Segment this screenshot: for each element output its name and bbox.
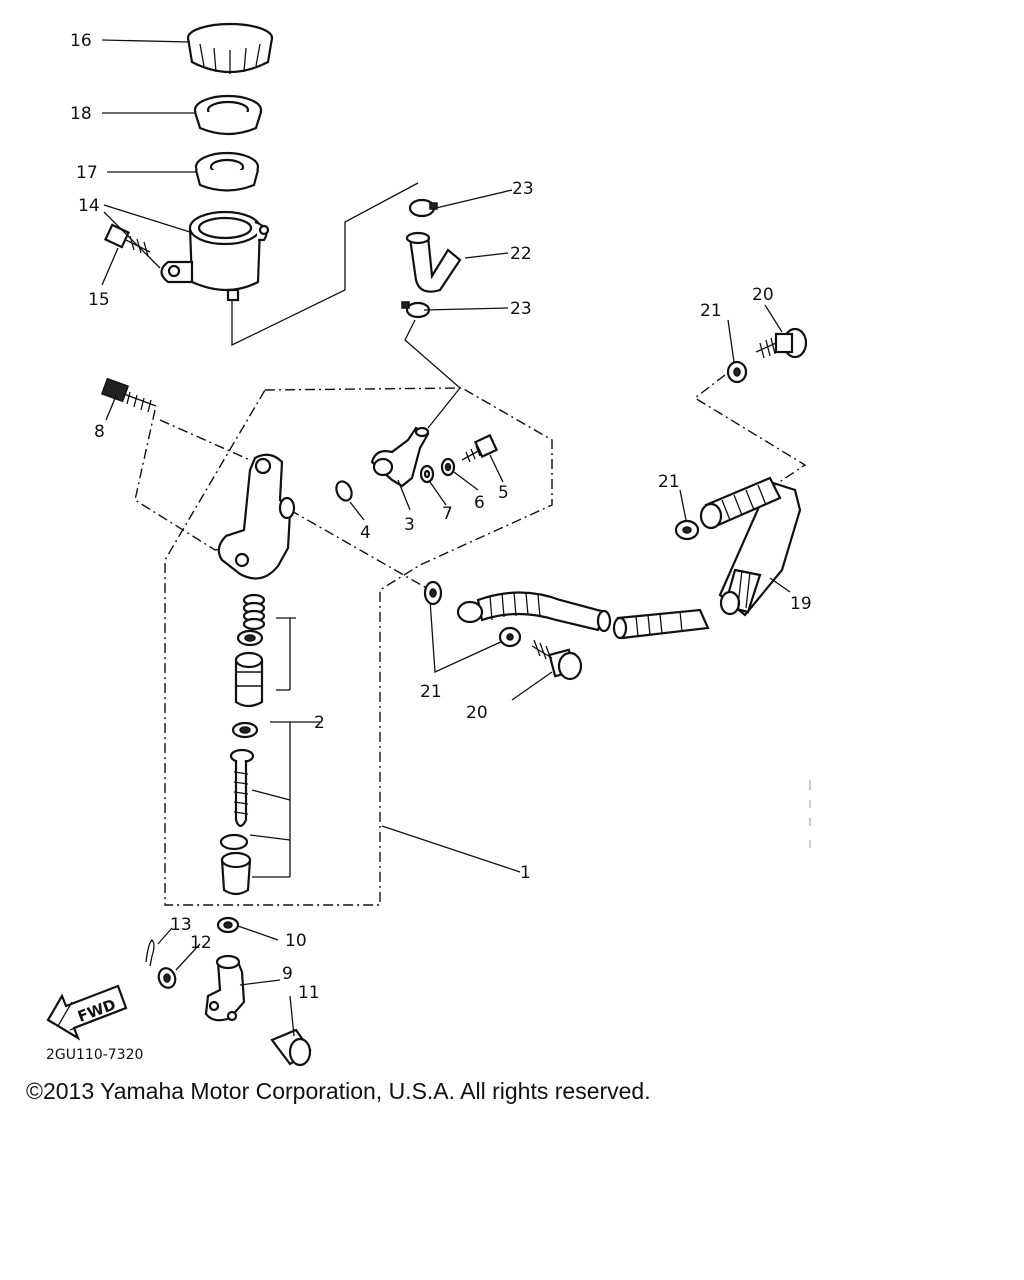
joint-bolt: [461, 433, 499, 463]
callout-3: 3: [404, 515, 415, 535]
callout-20-top: 20: [752, 285, 774, 305]
drawing-code: 2GU110-7320: [46, 1047, 143, 1063]
callout-6: 6: [474, 493, 485, 513]
primary-cup: [236, 629, 264, 647]
crush-washer-top-right: [726, 360, 748, 384]
callout-21-lower: 21: [420, 682, 442, 702]
union-bolt-lower: [531, 639, 583, 681]
callout-7: 7: [442, 504, 453, 524]
clevis-washer: [157, 967, 177, 989]
crush-washer-mid: [498, 626, 522, 648]
circlip: [219, 833, 249, 851]
callout-21-top: 21: [700, 301, 722, 321]
copyright-notice: ©2013 Yamaha Motor Corporation, U.S.A. A…: [26, 1078, 651, 1104]
diaphragm-holder: [194, 151, 260, 192]
clevis-pin: [270, 1028, 312, 1067]
reservoir-cap: [186, 22, 274, 74]
callout-14: 14: [78, 196, 100, 216]
callout-5: 5: [498, 483, 509, 503]
piston: [234, 651, 264, 708]
callout-2: 2: [314, 713, 325, 733]
washer-small: [419, 464, 435, 484]
callout-1: 1: [520, 863, 531, 883]
callout-21-right: 21: [658, 472, 680, 492]
callout-4: 4: [360, 523, 371, 543]
reservoir-tank: [160, 210, 270, 302]
callout-10: 10: [285, 931, 307, 951]
callout-17: 17: [76, 163, 98, 183]
callout-16: 16: [70, 31, 92, 51]
piston-spring: [242, 593, 266, 631]
callout-15: 15: [88, 290, 110, 310]
mounting-bolt: [100, 377, 157, 413]
diaphragm: [193, 94, 263, 136]
push-rod: [229, 748, 255, 828]
secondary-cup: [231, 721, 259, 739]
callout-19: 19: [790, 594, 812, 614]
callout-11: 11: [298, 983, 320, 1003]
piston-kit: [219, 593, 266, 896]
clevis: [204, 954, 246, 1022]
master-cylinder-body: [217, 453, 296, 580]
crush-washer-right: [674, 519, 700, 541]
callout-12: 12: [190, 933, 212, 953]
callout-23-upper: 23: [512, 179, 534, 199]
callout-18: 18: [70, 104, 92, 124]
dust-boot: [220, 851, 252, 896]
callout-23-lower: 23: [510, 299, 532, 319]
connection-lines: [134, 182, 807, 673]
reservoir-hose: [405, 231, 462, 293]
lock-nut: [216, 916, 240, 934]
callout-22: 22: [510, 244, 532, 264]
callout-8: 8: [94, 422, 105, 442]
o-ring: [335, 480, 353, 502]
fwd-arrow-icon: FWD: [46, 984, 128, 1041]
crush-washer-lower: [423, 580, 443, 606]
callout-13: 13: [170, 915, 192, 935]
hose-clip-upper: [408, 198, 438, 218]
hose-joint: [370, 426, 430, 488]
master-cylinder-assembly-boundary: [164, 387, 553, 906]
callout-20-lower: 20: [466, 703, 488, 723]
cotter-pin: [145, 939, 155, 967]
callout-9: 9: [282, 964, 293, 984]
union-bolt-upper: [755, 327, 808, 359]
spring-washer: [440, 457, 456, 477]
callout-leaders: [101, 39, 791, 1037]
callout-labels: 16 18 17 14 15 23 22 23 8 4 3 7 6 5 2 1 …: [46, 31, 812, 1063]
brake-hose: [456, 476, 802, 640]
